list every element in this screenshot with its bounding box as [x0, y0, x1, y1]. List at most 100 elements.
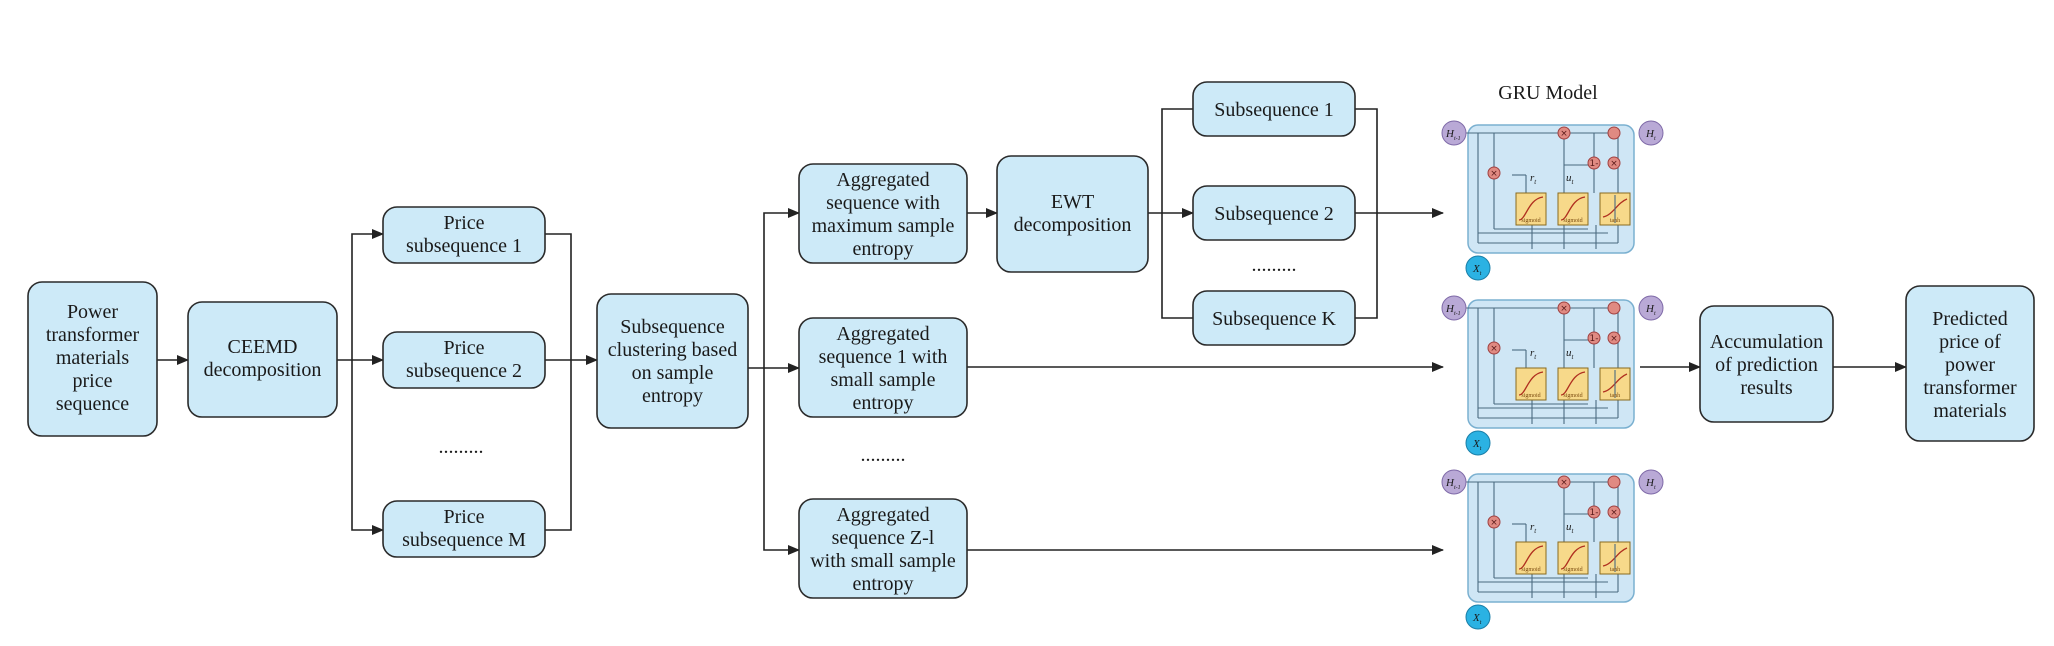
node-accum-line-2: of prediction	[1715, 354, 1818, 376]
line-ewt-subk	[1161, 213, 1193, 319]
node-aggmax-line-2: sequence with	[826, 192, 940, 214]
gru3-h-out-label: Ht	[1645, 477, 1656, 491]
gru3-h-out-circle	[1638, 469, 1664, 495]
gru2-gate-update: sigmoid	[1563, 393, 1582, 399]
gru3-gate-update: sigmoid	[1563, 567, 1582, 573]
node-aggmax-line-1: Aggregated	[836, 169, 929, 191]
node-input-sequence: Power transformer materials price sequen…	[27, 281, 158, 437]
gru2-h-out-circle	[1638, 295, 1664, 321]
node-subsequence-1: Subsequence 1	[1192, 81, 1356, 137]
node-predicted-line-1: Predicted	[1932, 308, 2008, 330]
node-price1-line-2: subsequence 1	[406, 235, 522, 257]
gru1-h-prev-label: Ht-1	[1445, 128, 1461, 142]
gru1-h-out-circle	[1638, 120, 1664, 146]
gru1-h-out-label: Ht	[1645, 128, 1656, 142]
gru3-gate-candidate: tanh	[1610, 567, 1620, 573]
gru3-reset-label: rt	[1530, 521, 1537, 535]
node-price-subsequence-m: Price subsequence M	[382, 500, 546, 558]
node-ceemd-line-1: CEEMD	[228, 336, 298, 358]
gru2-x-in-circle	[1465, 430, 1491, 456]
node-input-line-5: sequence	[56, 393, 129, 415]
gru3-gate-reset: sigmoid	[1521, 567, 1540, 573]
node-ewt-line-2: decomposition	[1014, 214, 1132, 236]
agg-ellipsis: .........	[861, 444, 906, 466]
node-aggregated-z: Aggregated sequence Z-l with small sampl…	[798, 498, 968, 599]
gru3-h-prev-label: Ht-1	[1445, 477, 1461, 491]
gru1-gate-reset: sigmoid	[1521, 218, 1540, 224]
gru2-x-in-label: Xt	[1472, 438, 1482, 452]
node-predicted-line-5: materials	[1933, 400, 2007, 422]
arrow-ceemd-priceM	[351, 360, 384, 535]
gru1-gate-candidate: tanh	[1610, 218, 1620, 224]
node-pricem-line-1: Price	[443, 506, 484, 528]
node-ceemd-line-2: decomposition	[204, 359, 322, 381]
gru1-gate-update: sigmoid	[1563, 218, 1582, 224]
node-agg1-line-1: Aggregated	[836, 323, 929, 345]
gru2-h-prev-label: Ht-1	[1445, 303, 1461, 317]
gru3-update-label: ut	[1566, 521, 1575, 535]
node-subk-label: Subsequence K	[1212, 308, 1336, 330]
node-input-line-4: price	[73, 370, 113, 392]
gru1-op-hidden-mul: ×	[1560, 129, 1568, 139]
node-accum-line-3: results	[1740, 377, 1792, 399]
node-price1-line-1: Price	[443, 212, 484, 234]
node-ceemd: CEEMD decomposition	[187, 301, 338, 418]
gru3-op-one-minus: 1-	[1590, 508, 1599, 518]
gru3-op-hidden-mul: ×	[1560, 478, 1568, 488]
gru2-op-candidate-mul: ×	[1610, 334, 1618, 344]
node-sub2-label: Subsequence 2	[1214, 203, 1333, 225]
node-aggmax-line-4: entropy	[852, 238, 913, 260]
node-predicted-price: Predicted price of power transformer mat…	[1905, 285, 2035, 442]
node-predicted-line-3: power	[1945, 354, 1995, 376]
gru2-reset-label: rt	[1530, 347, 1537, 361]
node-cluster-line-4: entropy	[642, 385, 703, 407]
node-aggmax-line-3: maximum sample	[812, 215, 955, 237]
node-input-line-2: transformer	[46, 324, 140, 346]
node-predicted-line-4: transformer	[1923, 377, 2017, 399]
arrow-ceemd-price1	[351, 229, 384, 360]
node-pricem-line-2: subsequence M	[402, 529, 526, 551]
node-subsequence-k: Subsequence K	[1192, 290, 1356, 346]
arrow-cluster-aggmax	[763, 208, 800, 368]
node-accum-line-1: Accumulation	[1710, 331, 1823, 353]
gru3-x-in-label: Xt	[1472, 612, 1482, 626]
node-cluster-line-2: clustering based	[608, 339, 737, 361]
node-input-line-1: Power	[67, 301, 118, 323]
node-aggz-line-3: with small sample	[810, 550, 956, 572]
gru1-op-one-minus: 1-	[1590, 159, 1599, 169]
node-aggz-line-1: Aggregated	[836, 504, 929, 526]
gru1-op-reset-mul: ×	[1490, 169, 1498, 179]
gru1-x-in-label: Xt	[1472, 263, 1482, 277]
node-sub1-label: Subsequence 1	[1214, 99, 1333, 121]
arrow-cluster-aggz	[763, 368, 800, 555]
node-aggz-line-2: sequence Z-l	[832, 527, 935, 549]
gru3-op-candidate-mul: ×	[1610, 508, 1618, 518]
gru3-op-reset-mul: ×	[1490, 518, 1498, 528]
node-cluster-line-1: Subsequence	[620, 316, 725, 338]
line-ewt-sub1	[1161, 108, 1193, 213]
gru2-h-prev-circle	[1441, 295, 1467, 321]
gru2-update-label: ut	[1566, 347, 1575, 361]
gru1-x-in-circle	[1465, 255, 1491, 281]
node-input-line-3: materials	[56, 347, 130, 369]
merge-price	[545, 233, 572, 531]
node-agg1-line-2: sequence 1 with	[819, 346, 948, 368]
gru2-op-one-minus: 1-	[1590, 334, 1599, 344]
connectors	[157, 108, 1907, 555]
gru3-h-prev-circle	[1441, 469, 1467, 495]
gru1-update-label: ut	[1566, 172, 1575, 186]
gru2-op-reset-mul: ×	[1490, 344, 1498, 354]
node-price2-line-1: Price	[443, 337, 484, 359]
node-agg1-line-3: small sample	[831, 369, 936, 391]
node-price-subsequence-2: Price subsequence 2	[382, 331, 546, 389]
gru1-op-candidate-mul: ×	[1610, 159, 1618, 169]
node-agg1-line-4: entropy	[852, 392, 913, 414]
gru-cell-2: rt ut sigmoid sigmoid tanh × × 1- × Ht-1…	[1441, 295, 1664, 456]
node-price-subsequence-1: Price subsequence 1	[382, 206, 546, 264]
price-ellipsis: .........	[439, 436, 484, 458]
node-accumulation: Accumulation of prediction results	[1699, 305, 1834, 423]
node-aggregated-1: Aggregated sequence 1 with small sample …	[798, 317, 968, 418]
gru1-h-prev-circle	[1441, 120, 1467, 146]
sub-ellipsis: .........	[1252, 254, 1297, 276]
